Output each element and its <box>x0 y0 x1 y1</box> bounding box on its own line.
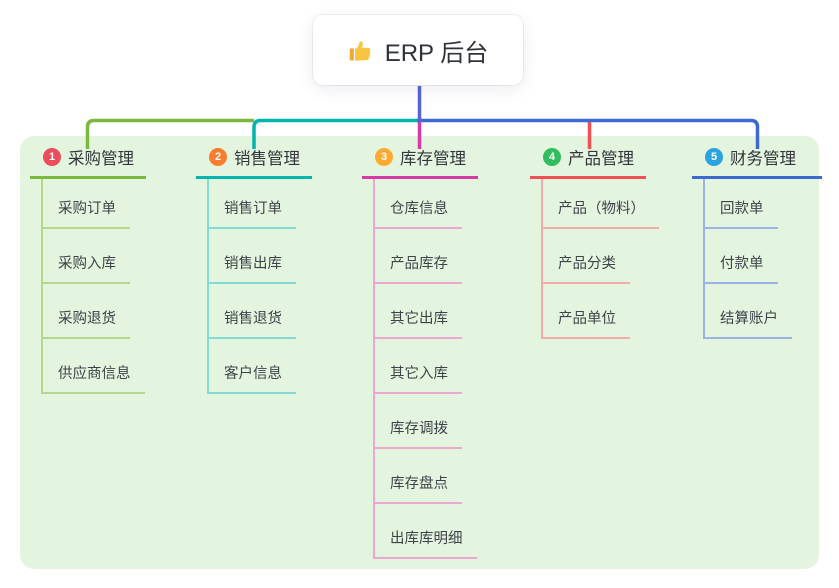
branch-header-procurement[interactable]: 1 采购管理 <box>30 146 146 179</box>
branch-title: 销售管理 <box>234 150 300 168</box>
branch-header-inventory[interactable]: 3 库存管理 <box>362 146 478 179</box>
branch-title: 产品管理 <box>568 150 634 168</box>
child-item[interactable]: 采购退货 <box>41 284 130 339</box>
branch-number-badge: 3 <box>375 148 393 166</box>
child-item[interactable]: 销售出库 <box>207 229 296 284</box>
child-item[interactable]: 采购入库 <box>41 229 130 284</box>
branch-children-product: 产品（物料）产品分类产品单位 <box>541 179 659 339</box>
branch-header-finance[interactable]: 5 财务管理 <box>692 146 822 179</box>
child-item[interactable]: 客户信息 <box>207 339 296 394</box>
child-item[interactable]: 其它入库 <box>373 339 462 394</box>
branch-number-badge: 5 <box>705 148 723 166</box>
branch-title: 库存管理 <box>400 150 466 168</box>
root-label: ERP 后台 <box>384 39 489 67</box>
branch-title: 采购管理 <box>68 150 134 168</box>
child-item[interactable]: 销售订单 <box>207 179 296 229</box>
branch-children-procurement: 采购订单采购入库采购退货供应商信息 <box>41 179 146 394</box>
backdrop-panel <box>20 136 819 569</box>
child-item[interactable]: 产品单位 <box>541 284 630 339</box>
thumbs-up-icon <box>349 41 371 61</box>
branch-number-badge: 2 <box>209 148 227 166</box>
child-item[interactable]: 结算账户 <box>703 284 792 339</box>
branch-header-sales[interactable]: 2 销售管理 <box>196 146 312 179</box>
root-node[interactable]: ERP 后台 <box>313 15 523 85</box>
branch-inventory: 3 库存管理 仓库信息产品库存其它出库其它入库库存调拨库存盘点出库库明细 <box>362 146 478 559</box>
child-item[interactable]: 产品库存 <box>373 229 462 284</box>
child-item[interactable]: 库存调拨 <box>373 394 462 449</box>
child-item[interactable]: 产品（物料） <box>541 179 659 229</box>
branch-header-product[interactable]: 4 产品管理 <box>530 146 646 179</box>
child-item[interactable]: 仓库信息 <box>373 179 462 229</box>
child-item[interactable]: 库存盘点 <box>373 449 462 504</box>
branch-sales: 2 销售管理 销售订单销售出库销售退货客户信息 <box>196 146 312 394</box>
child-item[interactable]: 销售退货 <box>207 284 296 339</box>
branch-children-finance: 回款单付款单结算账户 <box>703 179 822 339</box>
branch-finance: 5 财务管理 回款单付款单结算账户 <box>692 146 822 339</box>
branch-children-inventory: 仓库信息产品库存其它出库其它入库库存调拨库存盘点出库库明细 <box>373 179 478 559</box>
branch-number-badge: 1 <box>43 148 61 166</box>
child-item[interactable]: 付款单 <box>703 229 778 284</box>
branch-number-badge: 4 <box>543 148 561 166</box>
child-item[interactable]: 供应商信息 <box>41 339 145 394</box>
branch-title: 财务管理 <box>730 150 796 168</box>
branch-procurement: 1 采购管理 采购订单采购入库采购退货供应商信息 <box>30 146 146 394</box>
child-item[interactable]: 出库库明细 <box>373 504 477 559</box>
branch-children-sales: 销售订单销售出库销售退货客户信息 <box>207 179 312 394</box>
child-item[interactable]: 回款单 <box>703 179 778 229</box>
child-item[interactable]: 产品分类 <box>541 229 630 284</box>
child-item[interactable]: 采购订单 <box>41 179 130 229</box>
branch-product: 4 产品管理 产品（物料）产品分类产品单位 <box>530 146 659 339</box>
child-item[interactable]: 其它出库 <box>373 284 462 339</box>
